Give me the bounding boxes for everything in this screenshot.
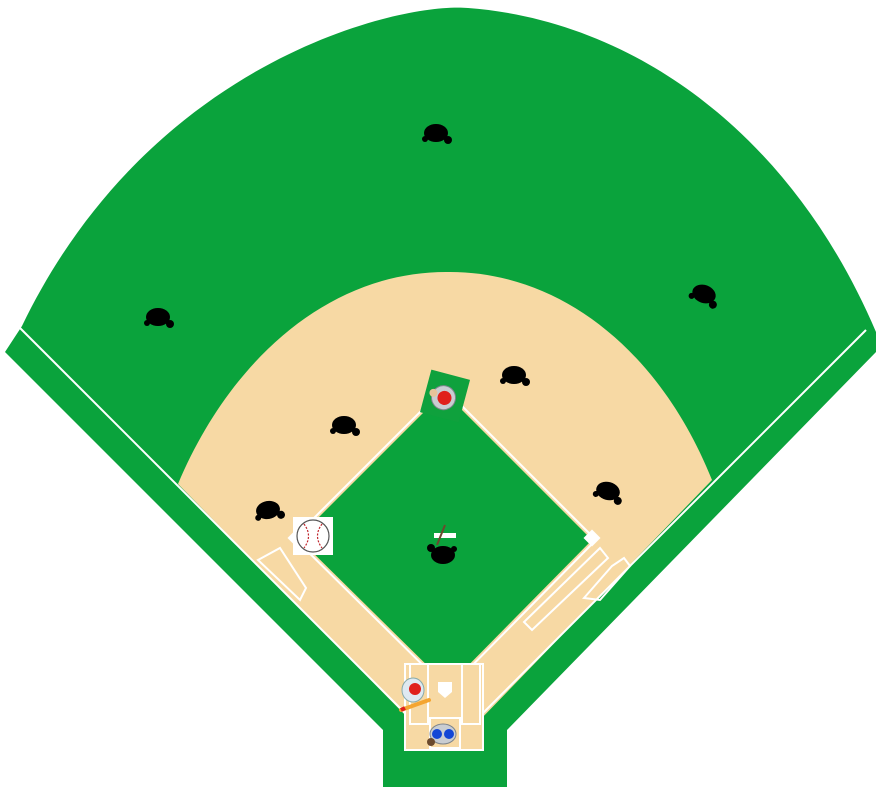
first-baseman[interactable] bbox=[592, 479, 626, 506]
right-fielder[interactable] bbox=[687, 281, 722, 310]
pitcher[interactable] bbox=[427, 525, 457, 564]
left-fielder[interactable] bbox=[144, 308, 174, 328]
baseball-icon[interactable] bbox=[293, 517, 333, 555]
center-fielder[interactable] bbox=[422, 124, 452, 144]
second-baseman[interactable] bbox=[500, 366, 530, 386]
shortstop[interactable] bbox=[330, 416, 360, 436]
third-baseman[interactable] bbox=[253, 498, 286, 523]
catcher[interactable] bbox=[427, 724, 456, 746]
batter[interactable] bbox=[401, 678, 429, 710]
